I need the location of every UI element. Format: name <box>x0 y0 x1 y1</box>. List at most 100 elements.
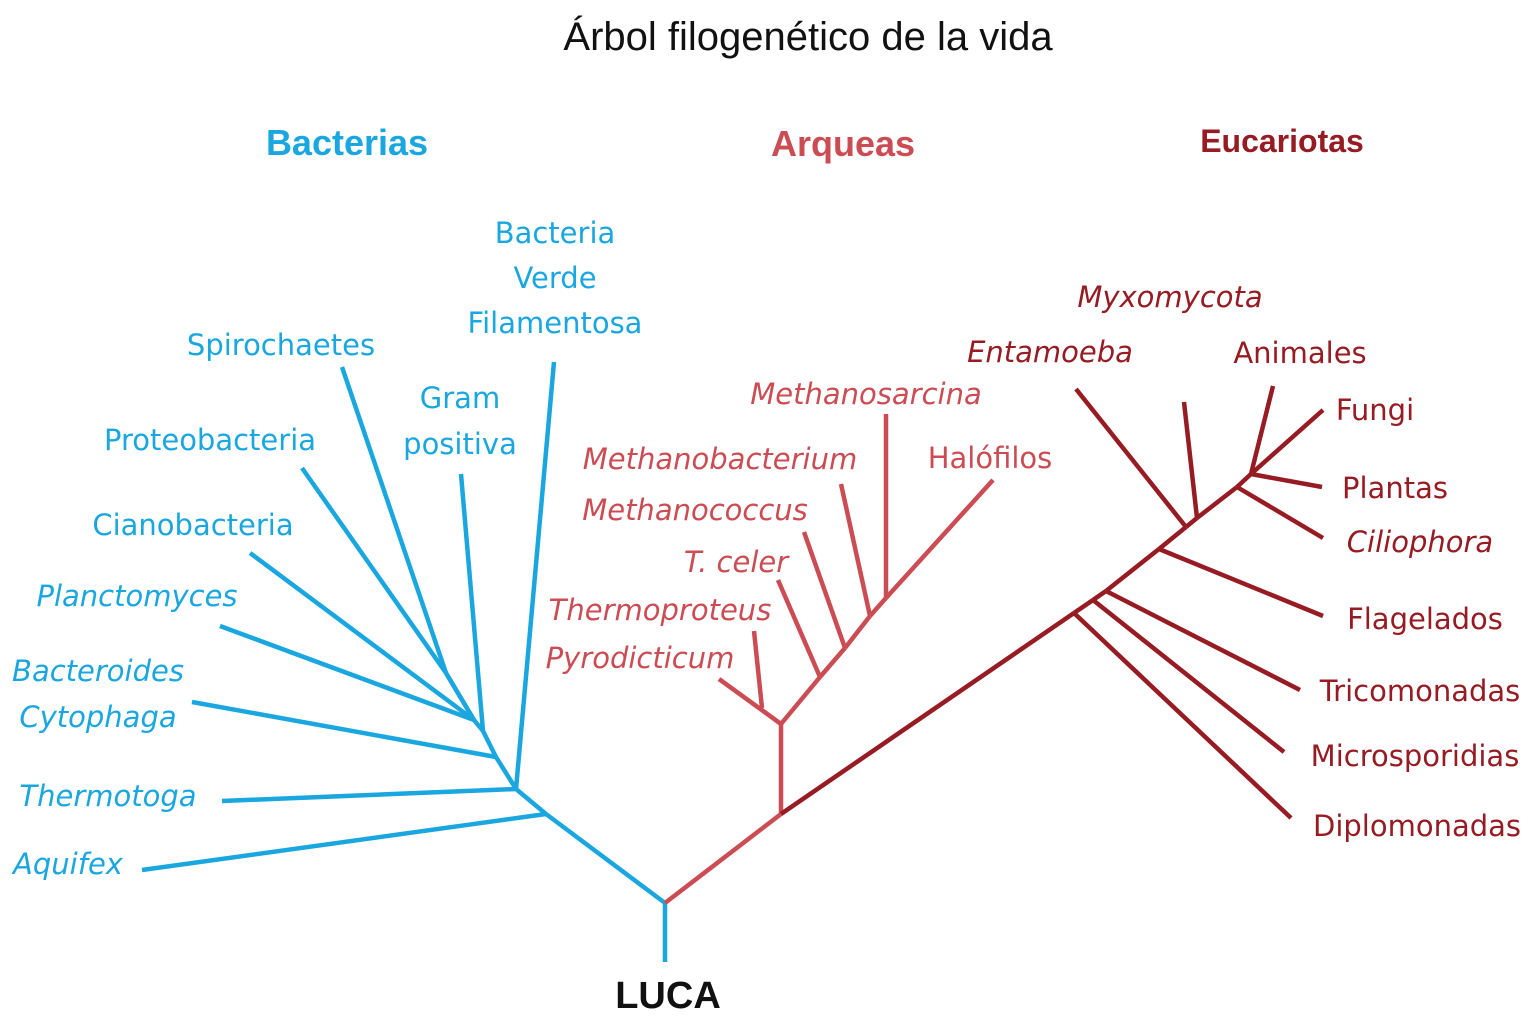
branch-bacteroides-cytophaga <box>191 699 497 760</box>
branch-bacteria-verde-filamentosa <box>513 361 557 790</box>
leaf-label-methanococcus: Methanococcus <box>582 493 808 527</box>
leaf-label-line: Thermotoga <box>19 779 196 813</box>
leaf-label-line: Filamentosa <box>468 306 643 340</box>
branch-archaea-spine-3 <box>843 614 872 650</box>
leaf-label-line: Gram <box>420 381 500 415</box>
root-label-luca: LUCA <box>615 975 721 1017</box>
domain-heading-arqueas: Arqueas <box>771 123 915 164</box>
branch-bacteria-stem-3 <box>494 755 518 791</box>
leaf-label-line: Proteobacteria <box>104 423 316 457</box>
domain-heading-bacterias: Bacterias <box>266 122 428 163</box>
branch-bacteria-stem-4 <box>480 729 499 759</box>
leaf-label-line: Tricomonadas <box>1319 674 1521 708</box>
branch-archaea-spine-4 <box>868 596 888 618</box>
branch-methanobacterium <box>838 483 873 617</box>
branch-thermoproteus <box>751 630 765 709</box>
branch-fungi <box>1249 408 1325 476</box>
branch-bacteria-stem-1 <box>544 812 667 905</box>
leaf-label-cianobacteria: Cianobacteria <box>92 508 293 542</box>
branch-t-celer <box>775 579 823 678</box>
leaf-label-line: Flagelados <box>1347 602 1503 636</box>
branch-eukarya-stem-2 <box>1072 598 1095 615</box>
leaf-label-fungi: Fungi <box>1336 393 1414 427</box>
branch-bacteria-stem-2 <box>514 787 548 816</box>
leaf-label-line: Pyrodicticum <box>546 641 735 675</box>
branch-gram-positiva <box>458 473 486 732</box>
leaf-label-flagelados: Flagelados <box>1347 602 1503 636</box>
leaf-label-line: Planctomyces <box>36 579 237 613</box>
leaf-label-line: Entamoeba <box>967 335 1133 369</box>
leaf-label-line: Methanobacterium <box>583 442 857 476</box>
leaf-label-line: Verde <box>513 261 596 295</box>
leaf-label-gram-positiva: Gram positiva <box>403 381 517 461</box>
leaf-label-line: Microsporidias <box>1311 739 1520 773</box>
branch-spirochaetes <box>339 366 449 674</box>
leaf-label-line: Myxomycota <box>1077 280 1262 314</box>
leaf-label-line: Diplomonadas <box>1313 809 1521 843</box>
leaf-label-proteobacteria: Proteobacteria <box>104 423 316 457</box>
leaf-label-planctomyces: Planctomyces <box>36 579 237 613</box>
leaf-label-entamoeba: Entamoeba <box>967 335 1133 369</box>
branch-bacteria-stem-6b <box>444 671 476 722</box>
branch-archaea-spine-1 <box>779 675 822 726</box>
leaf-label-line: Cytophaga <box>19 700 176 734</box>
branch-archaea-spine-2 <box>818 646 847 679</box>
branch-eukarya-stem-8 <box>1235 472 1253 489</box>
branch-eukarya-stem-7 <box>1195 485 1239 520</box>
leaf-label-line: Animales <box>1233 336 1366 370</box>
leaf-label-line: positiva <box>403 427 517 461</box>
branch-eukarya-stem-1 <box>779 611 1076 816</box>
branch-bacteria-stem-5 <box>472 718 485 733</box>
branch-eukarya-stem-3 <box>1091 589 1108 602</box>
leaf-label-halofilos: Halófilos <box>928 441 1053 475</box>
leaf-label-line: Spirochaetes <box>187 328 375 362</box>
branch-pyrodicticum <box>717 677 783 726</box>
branch-methanococcus <box>801 531 848 649</box>
branch-diplomonadas <box>1072 611 1293 820</box>
branch-animales <box>1248 385 1276 475</box>
branch-flagelados <box>1158 546 1324 619</box>
leaf-label-tricomonadas: Tricomonadas <box>1319 674 1521 708</box>
branch-eukarya-stem-5 <box>1157 525 1188 551</box>
leaf-label-line: Halófilos <box>928 441 1053 475</box>
leaf-label-microsporidias: Microsporidias <box>1311 739 1520 773</box>
branch-planctomyces <box>219 623 475 723</box>
leaf-label-line: Bacteroides <box>12 654 184 688</box>
leaf-label-plantas: Plantas <box>1342 471 1448 505</box>
leaf-label-ciliophora: Ciliophora <box>1347 525 1493 559</box>
leaf-label-line: Fungi <box>1336 393 1414 427</box>
branch-plantas <box>1250 471 1323 490</box>
leaf-label-line: Aquifex <box>11 847 124 881</box>
diagram-title: Árbol filogenético de la vida <box>563 14 1053 59</box>
leaf-label-thermotoga: Thermotoga <box>19 779 196 813</box>
branch-halofilos <box>884 478 995 600</box>
leaf-label-line: Methanosarcina <box>750 377 981 411</box>
branches <box>141 361 1325 962</box>
branch-entamoeba <box>1074 387 1188 529</box>
leaf-label-methanosarcina: Methanosarcina <box>750 377 981 411</box>
leaf-label-animales: Animales <box>1233 336 1366 370</box>
branch-cianobacteria <box>248 551 476 722</box>
leaf-label-line: Ciliophora <box>1347 525 1493 559</box>
leaf-label-spirochaetes: Spirochaetes <box>187 328 375 362</box>
leaf-label-line: Methanococcus <box>582 493 808 527</box>
domain-heading-eucariotas: Eucariotas <box>1200 123 1364 159</box>
branch-proteobacteria <box>300 466 448 675</box>
branch-eukarya-stem-6 <box>1184 516 1199 529</box>
leaf-label-line: Bacteria <box>495 216 616 250</box>
leaf-label-line: T. celer <box>684 545 790 579</box>
leaf-label-t-celer: T. celer <box>684 545 790 579</box>
leaf-label-diplomonadas: Diplomonadas <box>1313 809 1521 843</box>
leaf-label-line: Thermoproteus <box>549 593 772 627</box>
leaf-label-line: Plantas <box>1342 471 1448 505</box>
branch-aquifex <box>141 811 547 873</box>
branch-thermotoga <box>221 786 517 804</box>
leaf-label-myxomycota: Myxomycota <box>1077 280 1262 314</box>
branch-eukarya-stem-4 <box>1104 547 1161 593</box>
branch-myxomycota <box>1181 401 1200 519</box>
